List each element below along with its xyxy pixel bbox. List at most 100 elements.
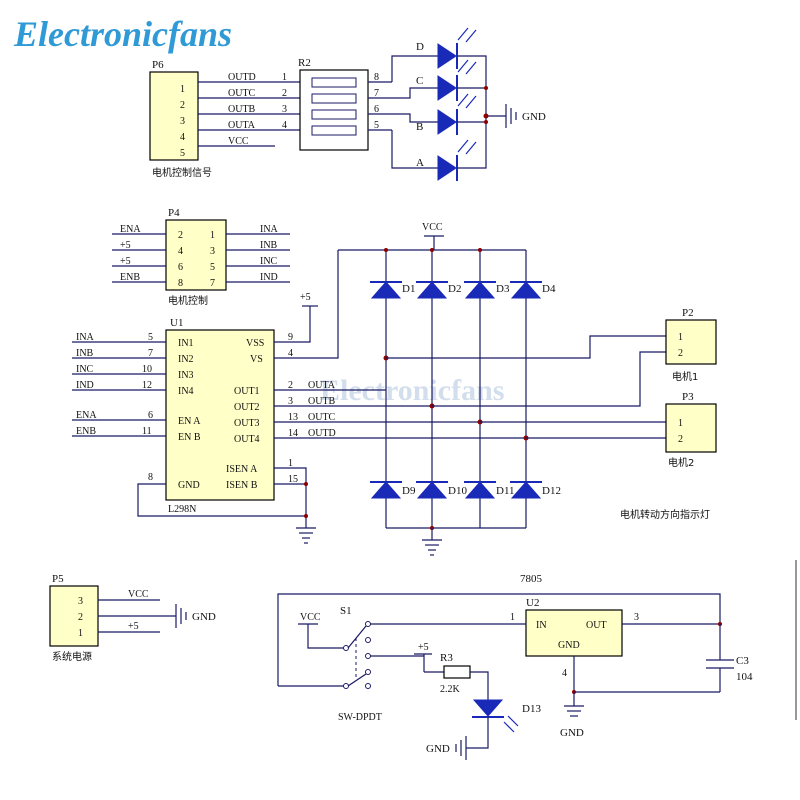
diode-d2-label: D2	[448, 283, 461, 295]
p3-caption: 电机2	[668, 456, 694, 469]
r2-pin-4: 4	[282, 120, 287, 131]
reg-pin-1: 1	[510, 612, 515, 623]
u1-vss: VSS	[246, 338, 264, 349]
r2-pin-3: 3	[282, 104, 287, 115]
p4-net-enb: ENB	[120, 272, 140, 283]
u1-in1: IN1	[178, 338, 194, 349]
u1-net-outc: OUTC	[308, 412, 336, 423]
led-c	[437, 75, 457, 101]
diode-d12	[510, 481, 542, 499]
u1-net-ena: ENA	[76, 410, 97, 421]
u1-net-enb: ENB	[76, 426, 96, 437]
p5-net-5v: +5	[128, 621, 139, 632]
u1-part: L298N	[168, 504, 196, 515]
r2-pin-8: 8	[374, 72, 379, 83]
led-label-c: C	[416, 75, 423, 87]
s1-ref: S1	[340, 605, 352, 617]
s1-vcc: VCC	[300, 612, 321, 623]
p6-pin-4: 4	[180, 132, 185, 143]
diode-d3	[464, 281, 496, 299]
p4-pin-4: 4	[178, 246, 183, 257]
reg-pin-3: 3	[634, 612, 639, 623]
p5-body	[49, 585, 99, 647]
r2-pin-1: 1	[282, 72, 287, 83]
p4-body	[165, 219, 227, 291]
p4-caption: 电机控制	[168, 294, 208, 307]
u1-out3: OUT3	[234, 418, 260, 429]
u1-pin-9: 9	[288, 332, 293, 343]
s1-switch: VCC S1 SW-DPDT	[278, 605, 424, 723]
diode-d1-label: D1	[402, 283, 415, 295]
p3-ref: P3	[682, 391, 694, 403]
p2-caption: 电机1	[672, 370, 698, 383]
reg-pin-4: 4	[562, 668, 567, 679]
p3-pin-1: 1	[678, 418, 683, 429]
p4-pin-7: 7	[210, 278, 215, 289]
p4-pin-8: 8	[178, 278, 183, 289]
p4-ref: P4	[168, 207, 180, 219]
s1-part: SW-DPDT	[338, 712, 382, 723]
c3-ref: C3	[736, 655, 749, 667]
p5-gnd-label: GND	[192, 611, 216, 623]
p6-net-outb: OUTB	[228, 104, 256, 115]
r2-resistor-network: R2 1 2 3 4 8 7 6 5	[282, 57, 400, 151]
led-label-d: D	[416, 41, 424, 53]
u1-pin-5: 5	[148, 332, 153, 343]
u1-net-outd: OUTD	[308, 428, 336, 439]
u1-vss-supply: +5	[300, 292, 311, 303]
p6-caption: 电机控制信号	[152, 166, 212, 179]
p4-net-inb: INB	[260, 240, 278, 251]
p5-power-connector: P5 3 2 1 VCC +5 GND 系统电源	[49, 573, 216, 663]
diode-d10-label: D10	[448, 485, 467, 497]
u1-gnd: GND	[178, 480, 200, 491]
u1-pin-8: 8	[148, 472, 153, 483]
u1-net-ina: INA	[76, 332, 95, 343]
top-led-array: D C B A GND	[391, 27, 546, 181]
p4-net-ind: IND	[260, 272, 278, 283]
u1-pin-4: 4	[288, 348, 293, 359]
r3-ref: R3	[440, 652, 453, 664]
u1-pin-7: 7	[148, 348, 153, 359]
p4-connector: P4 2 4 6 8 1 3 5 7 ENA +5 +5 ENB INA INB…	[112, 207, 290, 307]
p5-pin-1: 1	[78, 628, 83, 639]
u1-isenb: ISEN B	[226, 480, 258, 491]
p6-pin-1: 1	[180, 84, 185, 95]
p4-net-inc: INC	[260, 256, 278, 267]
u1-pin-1: 1	[288, 458, 293, 469]
led-label-a: A	[416, 157, 424, 169]
p2-body	[665, 319, 717, 365]
bridge-vcc: VCC	[422, 222, 443, 233]
p6-connector: P6 1 2 3 4 5 OUTD OUTC OUTB OUTA VCC 电机控…	[149, 59, 300, 179]
diode-d10	[416, 481, 448, 499]
u1-l298n: U1 L298N IN1 IN2 IN3 IN4 EN A EN B GND 5…	[72, 250, 526, 544]
u1-pin-3: 3	[288, 396, 293, 407]
p6-pin-2: 2	[180, 100, 185, 111]
p4-net-ena: ENA	[120, 224, 141, 235]
diode-d3-label: D3	[496, 283, 510, 295]
p2-motor1-connector: P2 1 2 电机1	[665, 307, 717, 383]
reg-title: 7805	[520, 573, 543, 585]
reg-gnd-label: GND	[558, 640, 580, 651]
led-d	[437, 43, 457, 69]
diode-d11	[464, 481, 496, 499]
diode-d4-label: D4	[542, 283, 556, 295]
u1-out4: OUT4	[234, 434, 260, 445]
p4-net-ina: INA	[260, 224, 279, 235]
u1-pin-10: 10	[142, 364, 152, 375]
r3-value: 2.2K	[440, 684, 461, 695]
p4-net-5a: +5	[120, 240, 131, 251]
r2-pin-5: 5	[374, 120, 379, 131]
p3-body	[665, 403, 717, 453]
r3-supply: +5	[418, 642, 429, 653]
p6-ref: P6	[152, 59, 164, 71]
diode-d9	[370, 481, 402, 499]
u1-in4: IN4	[178, 386, 194, 397]
u1-pin-14: 14	[288, 428, 298, 439]
p6-pin-3: 3	[180, 116, 185, 127]
regulator-7805: 7805 U2 IN OUT GND 1 3 4 C3 104 GND	[277, 573, 753, 739]
r2-pin-2: 2	[282, 88, 287, 99]
p4-pin-3: 3	[210, 246, 215, 257]
u1-vs: VS	[250, 354, 263, 365]
p3-motor2-connector: P3 1 2 电机2	[665, 391, 717, 469]
